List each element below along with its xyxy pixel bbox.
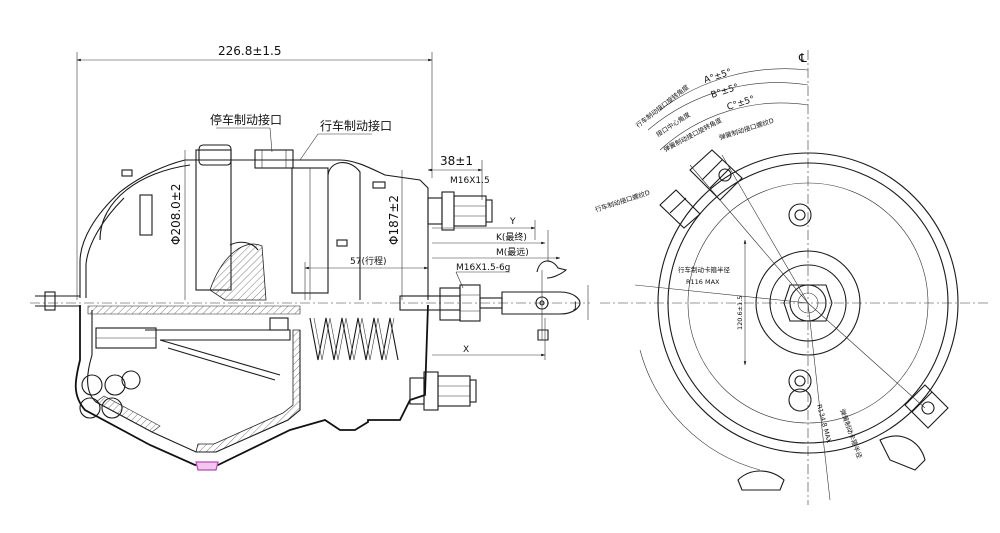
- label-bolt-circle: 行车制动卡箍半径: [678, 265, 731, 274]
- label-clamp: 弹簧制动卡箍半径: [838, 408, 864, 460]
- label-dim-j: J: [573, 301, 577, 311]
- front-top-fittings: [659, 149, 743, 229]
- label-service-port: 行车制动接口: [320, 118, 392, 133]
- label-dim-m: M(最远): [496, 247, 529, 258]
- label-spring-port-nut: 弹簧制动接口螺纹D: [718, 116, 775, 142]
- label-overall-length: 226.8±1.5: [218, 44, 282, 58]
- lower-fitting: [409, 371, 477, 411]
- top-fitting: [427, 191, 493, 231]
- label-dim-k: K(最终): [496, 231, 527, 243]
- label-angle-b: B°±5°: [710, 83, 740, 101]
- label-r134: R134.8 MAX: [815, 403, 833, 444]
- label-angle-a: A°±5°: [703, 68, 733, 86]
- front-view: [600, 50, 990, 505]
- label-angle-c: C°±5°: [726, 95, 756, 113]
- label-stroke-57: 57(行程): [350, 255, 386, 267]
- label-r116: R116 MAX: [686, 278, 720, 286]
- label-thread-top: M16X1.5: [450, 176, 490, 186]
- label-dia-187: Φ187±2: [387, 195, 401, 245]
- label-dia-208: Φ208.0±2: [169, 184, 183, 246]
- label-service-port-nut: 行车制动接口螺纹D: [594, 188, 651, 214]
- side-view: [30, 52, 590, 471]
- label-centerline: ℄: [798, 51, 807, 65]
- label-dim-120-6: 120.6±1.5: [736, 296, 744, 330]
- label-park-port: 停车制动接口: [210, 112, 282, 127]
- label-dim-x: X: [463, 345, 469, 355]
- label-thread-rod: M16X1.5-6g: [456, 263, 510, 273]
- label-dim-y: Y: [509, 217, 516, 227]
- label-dim-38: 38±1: [440, 154, 473, 168]
